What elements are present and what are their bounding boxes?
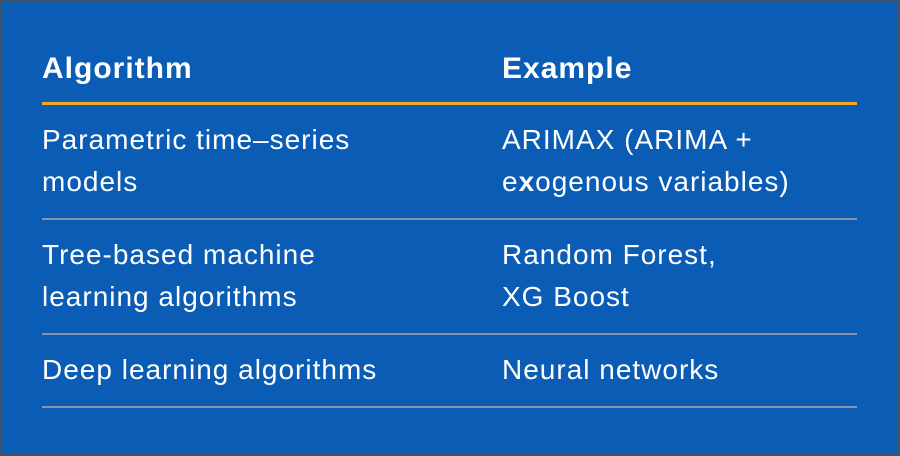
cell-line: Random Forest, [502,239,717,270]
cell-line-text: ogenous variables) [535,166,790,197]
bold-letter-x: x [518,166,536,197]
cell-example: Neural networks [502,335,857,406]
row-divider-rule [42,218,857,220]
cell-example: Random Forest, XG Boost [502,220,857,333]
cell-line: Parametric time–series [42,124,351,155]
table-row: Deep learning algorithms Neural networks [42,335,857,406]
header-underline-rule [42,102,857,105]
table-row: Tree-based machine learning algorithms R… [42,220,857,333]
cell-line: Deep learning algorithms [42,354,378,385]
cell-line: learning algorithms [42,281,298,312]
cell-line: exogenous variables) [502,161,857,203]
row-divider-rule [42,406,857,408]
cell-line: XG Boost [502,281,630,312]
column-header-algorithm: Algorithm [42,52,193,85]
cell-line: models [42,166,139,197]
table-header-row: Algorithm Example [42,52,857,86]
cell-line: Neural networks [502,354,720,385]
column-header-example: Example [502,52,633,85]
cell-line: Tree-based machine [42,239,316,270]
cell-algorithm: Tree-based machine learning algorithms [42,220,502,333]
cell-algorithm: Deep learning algorithms [42,335,502,406]
cell-example: ARIMAX (ARIMA + exogenous variables) [502,105,857,218]
table-row: Parametric time–series models ARIMAX (AR… [42,105,857,218]
cell-line-text: e [502,166,519,197]
cell-line: ARIMAX (ARIMA + [502,124,753,155]
cell-algorithm: Parametric time–series models [42,105,502,218]
row-divider-rule [42,333,857,335]
